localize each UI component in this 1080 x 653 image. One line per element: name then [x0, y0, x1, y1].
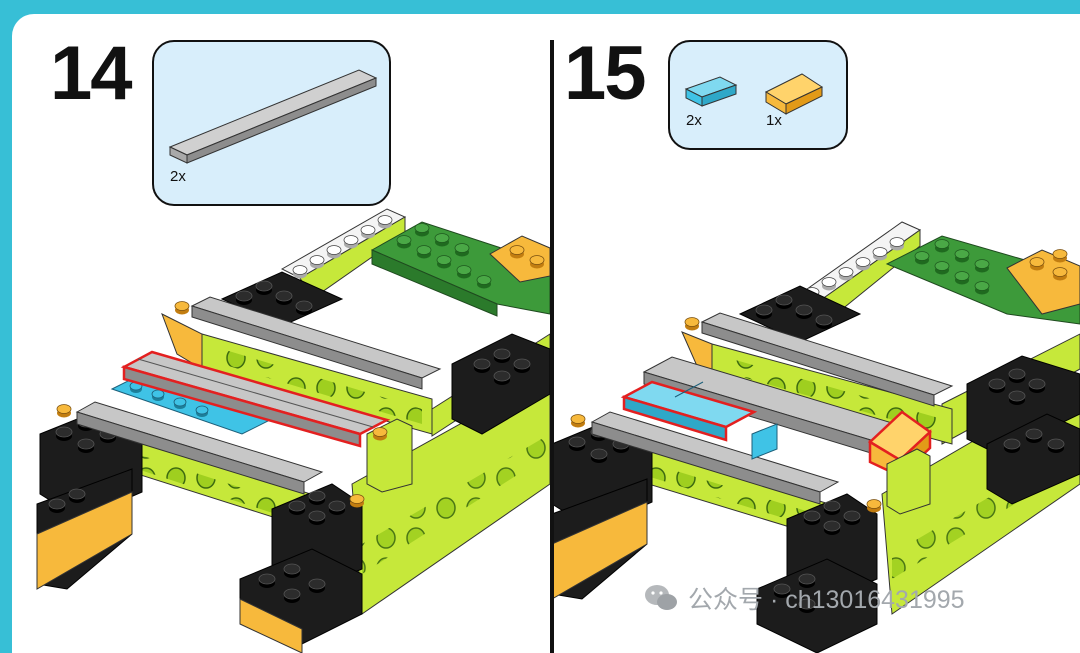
model-step-14 [36, 208, 551, 653]
model-illustrations [36, 208, 1080, 653]
wechat-icon [645, 585, 677, 610]
parts-callout-step-14: 2x [152, 40, 391, 206]
watermark-text: 公众号 · ch13016431995 [688, 586, 965, 614]
gray-tile-part-icon [168, 69, 378, 164]
part-qty-yellow-slope: 1x [766, 112, 782, 129]
parts-callout-step-15: 2x 1x [668, 40, 848, 150]
blue-tile-part-icon [684, 73, 824, 115]
model-step-15 [551, 221, 1080, 653]
part-qty-step-14: 2x [170, 168, 186, 185]
step-number-15: 15 [564, 31, 647, 116]
part-qty-blue-tile: 2x [686, 112, 702, 129]
step-divider [550, 40, 554, 653]
instruction-page: 14 2x 15 2x 1x [12, 14, 1080, 653]
step-number-14: 14 [50, 31, 133, 116]
